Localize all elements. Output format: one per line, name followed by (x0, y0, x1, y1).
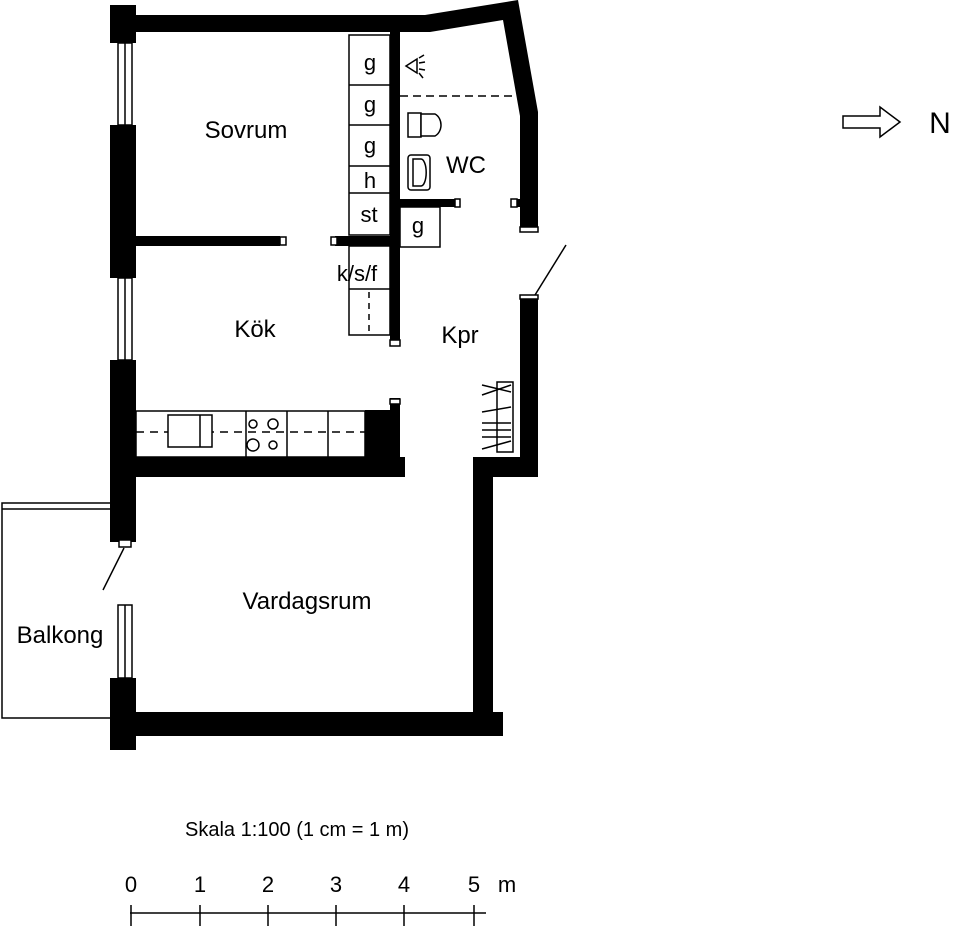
scale-unit: m (498, 872, 516, 897)
coat-rack-icon (481, 381, 514, 453)
cabinet-labels: g g g h st k/s/f g (337, 50, 424, 286)
scale-tick-label: 3 (330, 872, 342, 897)
sink-icon (407, 154, 431, 191)
cabinet-label: g (364, 50, 376, 75)
wardrobe-column (348, 34, 441, 336)
room-label-kpr: Kpr (441, 322, 478, 349)
toilet-icon (407, 112, 442, 138)
north-label: N (929, 107, 951, 140)
cabinet-label: k/s/f (337, 261, 378, 286)
cabinet-label: st (360, 202, 377, 227)
sink (167, 414, 213, 448)
room-label-sovrum: Sovrum (205, 117, 288, 144)
balcony-door (102, 547, 125, 591)
room-label-kok: Kök (234, 316, 276, 343)
cabinet-label: g (364, 92, 376, 117)
wall-ends (118, 198, 539, 548)
cabinet-label: h (364, 168, 376, 193)
entrance-door (534, 244, 567, 296)
balcony (1, 502, 110, 719)
scale-tick-label: 0 (125, 872, 137, 897)
scale-bar (130, 905, 486, 926)
scale-tick-label: 5 (468, 872, 480, 897)
room-label-wc: WC (446, 152, 486, 179)
stove-icon (246, 418, 279, 452)
wc-fixtures (400, 54, 518, 191)
scale-tick-label: 4 (398, 872, 410, 897)
cabinet-label: g (364, 133, 376, 158)
north-arrow-icon (842, 105, 902, 139)
shower-icon (404, 54, 426, 79)
kitchen-counter (135, 410, 366, 458)
wc-cabinet-label: g (412, 213, 424, 238)
walls (110, 0, 538, 750)
scale-tick-label: 2 (262, 872, 274, 897)
scale-tick-label: 1 (194, 872, 206, 897)
room-label-vardagsrum: Vardagsrum (243, 588, 372, 615)
scale-title: Skala 1:100 (1 cm = 1 m) (185, 819, 409, 841)
room-label-balkong: Balkong (17, 622, 104, 649)
windows (117, 42, 133, 679)
